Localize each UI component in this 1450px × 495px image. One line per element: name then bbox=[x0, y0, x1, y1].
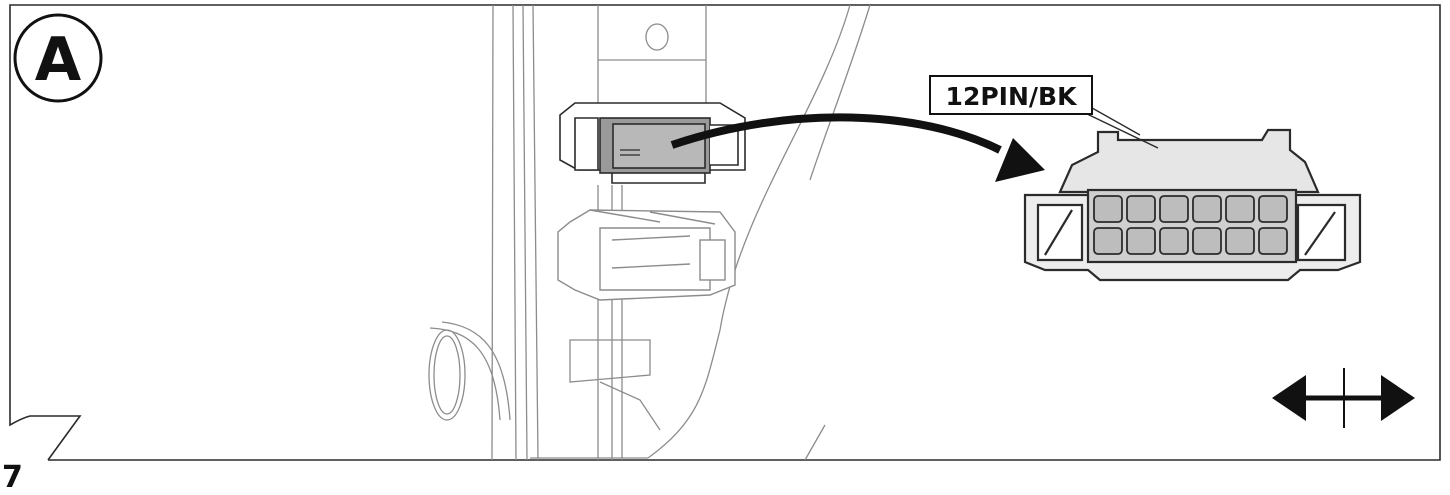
connector-label-box: 12PIN/BK bbox=[929, 75, 1093, 115]
lower-connector bbox=[557, 209, 736, 301]
circled-letter-icon: A bbox=[13, 13, 103, 103]
step-number: 7 bbox=[2, 460, 23, 495]
connector-label: 12PIN/BK bbox=[946, 82, 1079, 111]
step-letter: A bbox=[35, 25, 82, 95]
pin-row-bottom bbox=[1093, 227, 1288, 255]
label-leader bbox=[1084, 103, 1159, 149]
connector-detail bbox=[1023, 128, 1362, 282]
diagram-frame bbox=[9, 4, 1441, 461]
curved-arrow-icon bbox=[670, 113, 1045, 182]
vehicle-connector bbox=[559, 102, 746, 184]
pin-row-top bbox=[1093, 195, 1288, 223]
double-arrow-icon bbox=[1272, 368, 1415, 428]
